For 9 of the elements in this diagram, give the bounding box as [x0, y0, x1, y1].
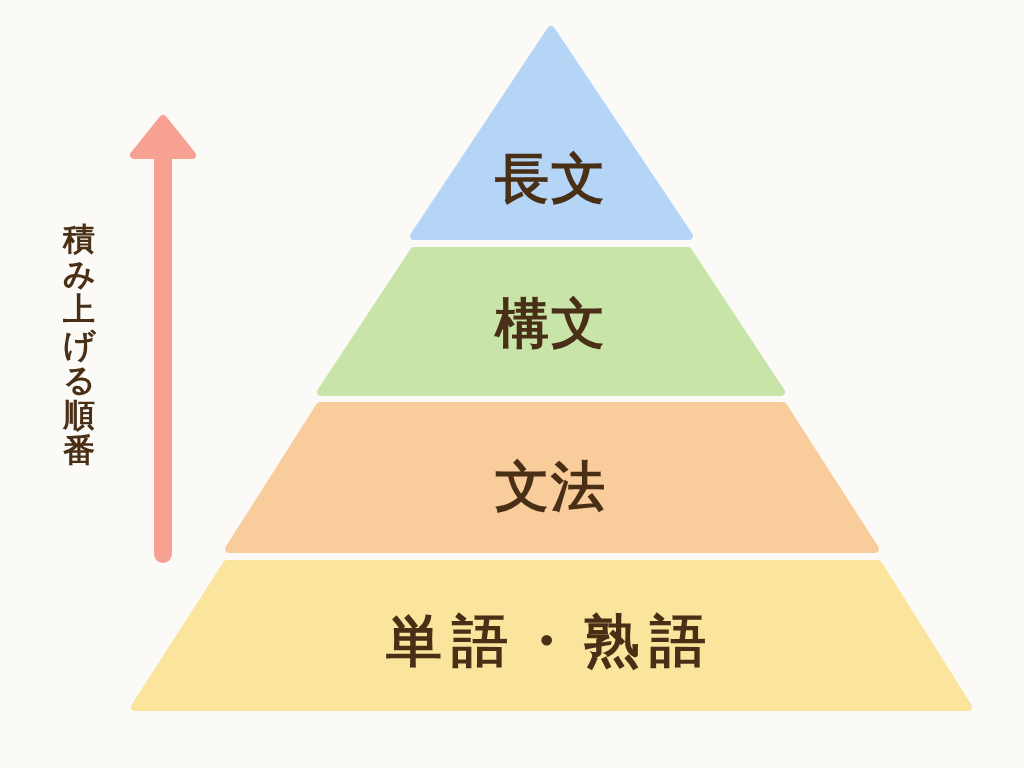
tier-label: 文法: [495, 460, 607, 514]
pyramid-tier: [317, 247, 785, 396]
vertical-caption: 積み上げる順番: [63, 222, 95, 469]
pyramid-top-triangle: [410, 26, 693, 240]
pyramid-tier: [131, 560, 972, 711]
pyramid-tier: [225, 402, 879, 553]
tier-label: 構文: [495, 297, 607, 351]
tier-label: 長文: [495, 152, 607, 206]
tier-label: 単語・熟語: [386, 613, 716, 669]
